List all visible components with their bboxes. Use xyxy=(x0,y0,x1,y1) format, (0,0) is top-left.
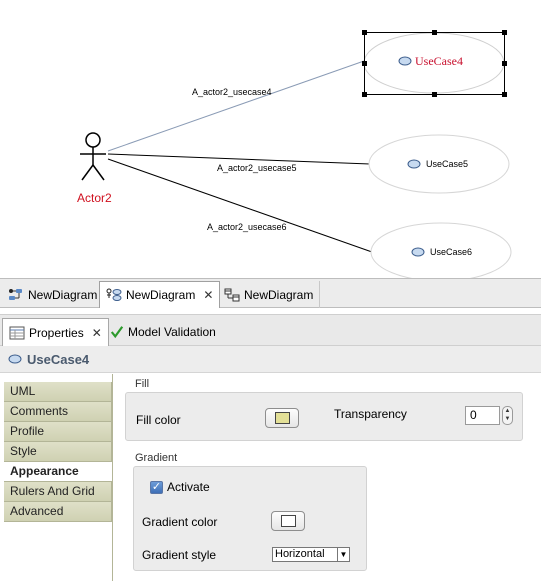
resize-handle[interactable] xyxy=(362,92,367,97)
tab-properties[interactable]: Properties ✕ xyxy=(2,318,109,346)
editor-tab-label: NewDiagram xyxy=(28,287,98,302)
gradient-color-label: Gradient color xyxy=(142,515,218,529)
section-profile[interactable]: Profile xyxy=(4,422,112,442)
section-rulers-and-grid[interactable]: Rulers And Grid xyxy=(4,482,112,502)
usecase-name: UseCase5 xyxy=(426,159,469,169)
gradient-color-button[interactable] xyxy=(271,511,305,531)
diagram-svg xyxy=(80,32,512,278)
usecase-icon xyxy=(8,354,22,364)
resize-handle[interactable] xyxy=(502,92,507,97)
usecase-diagram-icon xyxy=(106,288,122,301)
resize-handle[interactable] xyxy=(362,30,367,35)
resize-handle[interactable] xyxy=(362,61,367,66)
editor-tab-strip: NewDiagram NewDiagram ✕ NewDiagram xyxy=(0,278,541,308)
editor-tab-activity[interactable]: NewDiagram xyxy=(2,281,105,308)
section-style[interactable]: Style xyxy=(4,442,112,462)
close-icon[interactable]: ✕ xyxy=(91,325,102,340)
association-line-usecase5[interactable] xyxy=(107,153,371,165)
transparency-spinner[interactable]: ▲▼ xyxy=(502,406,513,425)
gradient-style-value: Horizontal xyxy=(275,548,325,560)
close-icon[interactable]: ✕ xyxy=(203,288,214,302)
section-uml[interactable]: UML xyxy=(4,382,112,402)
association-label: A_actor2_usecase6 xyxy=(207,222,287,232)
appearance-panel: Fill Fill color Transparency 0 ▲▼ Gradie… xyxy=(112,374,541,581)
usecase-name: UseCase4 xyxy=(415,54,463,68)
actor-stick-figure-icon[interactable] xyxy=(80,132,106,181)
usecase-icon xyxy=(407,159,421,169)
section-list: UML Comments Profile Style Appearance Ru… xyxy=(4,382,112,522)
actor-name: Actor2 xyxy=(77,191,112,205)
usecase6-ellipse[interactable] xyxy=(370,222,512,278)
association-label: A_actor2_usecase5 xyxy=(217,163,297,173)
editor-tab-label: NewDiagram xyxy=(126,288,196,302)
editor-tab-usecase[interactable]: NewDiagram ✕ xyxy=(99,281,221,308)
tab-model-validation[interactable]: Model Validation xyxy=(104,318,222,346)
resize-handle[interactable] xyxy=(502,61,507,66)
section-comments[interactable]: Comments xyxy=(4,402,112,422)
class-diagram-icon xyxy=(224,288,240,301)
gradient-style-select[interactable]: Horizontal ▼ xyxy=(272,547,350,562)
usecase-icon xyxy=(398,56,412,66)
fill-group-title: Fill xyxy=(135,378,150,390)
activity-diagram-icon xyxy=(9,288,22,300)
resize-handle[interactable] xyxy=(502,30,507,35)
association-line-usecase4[interactable] xyxy=(107,60,365,152)
fill-group: Fill color Transparency 0 ▲▼ xyxy=(125,392,523,441)
transparency-label: Transparency xyxy=(334,407,407,421)
resize-handle[interactable] xyxy=(432,92,437,97)
association-label: A_actor2_usecase4 xyxy=(192,87,272,97)
section-appearance[interactable]: Appearance xyxy=(4,462,112,482)
checkmark-icon xyxy=(110,326,124,339)
association-line-usecase6[interactable] xyxy=(107,158,373,253)
gradient-group-title: Gradient xyxy=(135,452,178,464)
editor-tab-class[interactable]: NewDiagram xyxy=(218,281,321,308)
section-advanced[interactable]: Advanced xyxy=(4,502,112,522)
usecase5-ellipse[interactable] xyxy=(368,134,510,194)
activate-label: Activate xyxy=(167,480,210,494)
tab-label: Properties xyxy=(29,325,84,340)
page-title: UseCase4 xyxy=(27,351,90,367)
transparency-input[interactable]: 0 xyxy=(465,406,500,425)
fill-color-swatch xyxy=(275,412,290,424)
view-tab-strip: Properties ✕ Model Validation xyxy=(0,314,541,346)
editor-tab-label: NewDiagram xyxy=(244,287,314,302)
properties-icon xyxy=(9,326,25,339)
resize-handle[interactable] xyxy=(432,30,437,35)
fill-color-label: Fill color xyxy=(136,413,181,427)
usecase-icon xyxy=(411,247,425,257)
gradient-color-swatch xyxy=(281,515,296,527)
activate-checkbox[interactable]: ✓ xyxy=(150,481,163,494)
properties-title-bar: UseCase4 xyxy=(0,346,541,373)
gradient-group: ✓ Activate Gradient color Gradient style… xyxy=(133,466,367,571)
usecase-name: UseCase6 xyxy=(430,247,473,257)
fill-color-button[interactable] xyxy=(265,408,299,428)
diagram-canvas[interactable]: A_actor2_usecase4 A_actor2_usecase5 A_ac… xyxy=(0,0,541,278)
gradient-style-label: Gradient style xyxy=(142,548,217,562)
tab-label: Model Validation xyxy=(128,325,216,339)
chevron-down-icon: ▼ xyxy=(337,548,349,561)
